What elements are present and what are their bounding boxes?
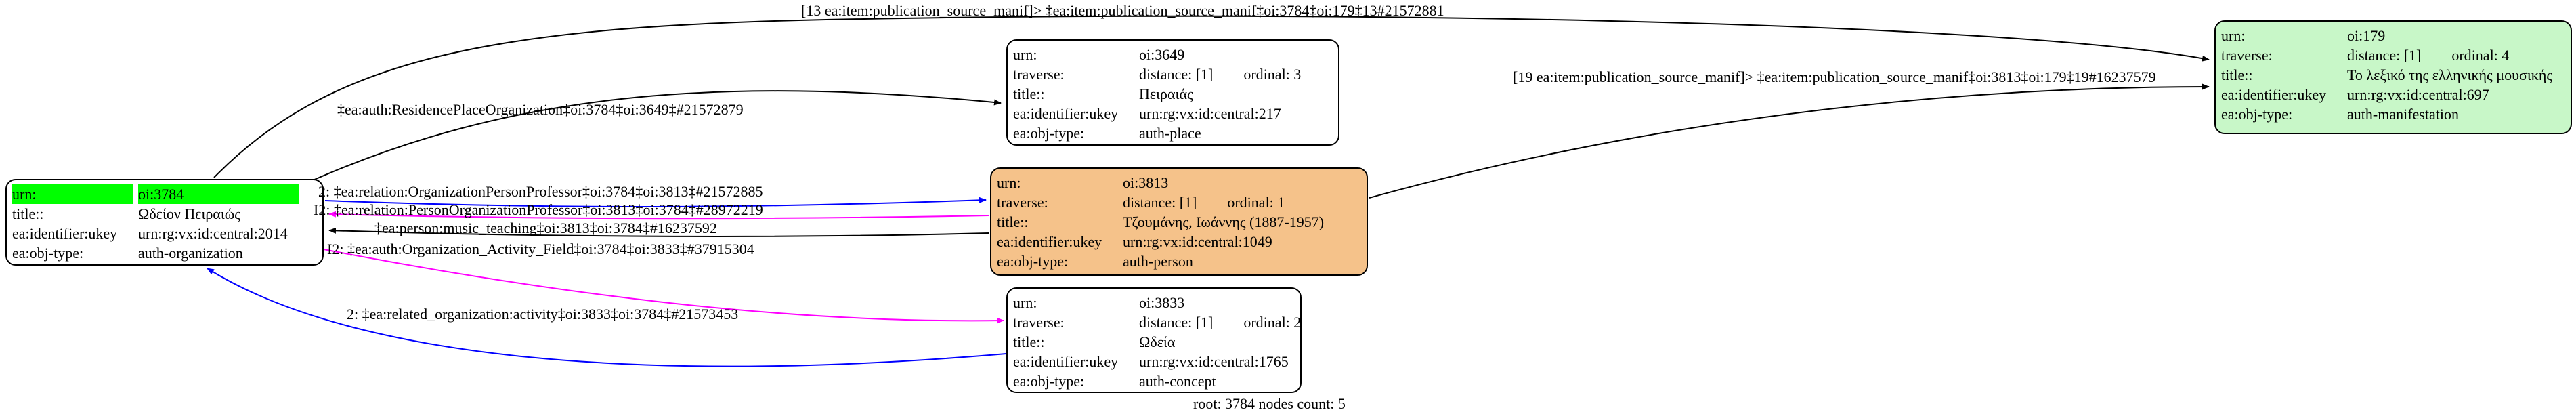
row-key: ea:obj-type: bbox=[12, 245, 84, 262]
row-key: ea:obj-type: bbox=[1013, 373, 1085, 390]
row-key: ea:identifier:ukey bbox=[997, 233, 1102, 250]
row-value: urn:rg:vx:id:central:1765 bbox=[1139, 353, 1289, 370]
row-key: ea:obj-type: bbox=[997, 253, 1069, 270]
row-value: auth-place bbox=[1139, 125, 1201, 142]
node-row: ea:identifier:ukey urn:rg:vx:id:central:… bbox=[2221, 85, 2565, 104]
node-oi-179: urn: oi:179 traverse: distance: [1] ordi… bbox=[2214, 20, 2572, 134]
row-value: Ωδείον Πειραιώς bbox=[138, 205, 240, 222]
row-key: ea:obj-type: bbox=[2221, 106, 2293, 123]
edge-publication-source-manif-13 bbox=[213, 15, 2210, 178]
edge-label-publication-source-manif-13: [13 ea:item:publication_source_manif]> ‡… bbox=[801, 2, 1444, 19]
node-row: title:: Το λεξικό της ελληνικής μουσικής bbox=[2221, 65, 2565, 85]
row-key: traverse: bbox=[2221, 47, 2273, 64]
node-row: title:: Τζουμάνης, Ιωάννης (1887-1957) bbox=[997, 212, 1361, 232]
node-row: urn: oi:3833 bbox=[1013, 293, 1295, 312]
edge-label-person-music-teaching: ‡ea:person:music_teaching‡oi:3813‡oi:378… bbox=[374, 220, 717, 236]
node-row: ea:identifier:ukey urn:rg:vx:id:central:… bbox=[1013, 104, 1333, 123]
row-value: distance: [1] bbox=[1139, 314, 1214, 331]
row-value: oi:3833 bbox=[1139, 294, 1185, 311]
row-value: urn:rg:vx:id:central:1049 bbox=[1123, 233, 1272, 250]
node-row: ea:obj-type: auth-manifestation bbox=[2221, 104, 2565, 124]
edge-organization-person-professor bbox=[324, 197, 987, 207]
node-row: ea:obj-type: auth-concept bbox=[1013, 371, 1295, 391]
row-key: title:: bbox=[2221, 66, 2253, 83]
node-row: title:: Ωδεία bbox=[1013, 332, 1295, 352]
node-row: traverse: distance: [1] ordinal: 1 bbox=[997, 192, 1361, 212]
row-value-ordinal: ordinal: 3 bbox=[1243, 66, 1302, 83]
row-value-ordinal: ordinal: 2 bbox=[1243, 314, 1302, 331]
row-value: Τζουμάνης, Ιωάννης (1887-1957) bbox=[1123, 213, 1325, 230]
row-key: title:: bbox=[12, 205, 44, 222]
row-value: urn:rg:vx:id:central:2014 bbox=[138, 225, 288, 242]
edge-label-related-organization-activity: 2: ‡ea:related_organization:activity‡oi:… bbox=[347, 306, 739, 323]
node-row: urn: oi:3813 bbox=[997, 173, 1361, 192]
node-row: ea:obj-type: auth-organization bbox=[12, 243, 317, 263]
node-row: urn: oi:3649 bbox=[1013, 45, 1333, 64]
row-value: oi:3813 bbox=[1123, 174, 1169, 191]
row-value: distance: [1] bbox=[1139, 66, 1214, 83]
edge-publication-source-manif-19 bbox=[1369, 83, 2210, 199]
edge-related-organization-activity bbox=[207, 268, 1007, 367]
node-row: ea:identifier:ukey urn:rg:vx:id:central:… bbox=[997, 232, 1361, 251]
node-row: traverse: distance: [1] ordinal: 4 bbox=[2221, 45, 2565, 65]
edge-label-residence-place-organization: ‡ea:auth:ResidencePlaceOrganization‡oi:3… bbox=[337, 101, 744, 118]
node-row: ea:obj-type: auth-place bbox=[1013, 123, 1333, 143]
node-row: ea:identifier:ukey urn:rg:vx:id:central:… bbox=[1013, 352, 1295, 371]
edge-person-organization-professor bbox=[328, 211, 989, 220]
node-row: title:: Πειραιάς bbox=[1013, 84, 1333, 104]
edge-residence-place-organization bbox=[312, 90, 1002, 181]
node-row: ea:identifier:ukey urn:rg:vx:id:central:… bbox=[12, 224, 317, 243]
row-value: urn:rg:vx:id:central:217 bbox=[1139, 105, 1281, 122]
node-row: urn: oi:179 bbox=[2221, 26, 2565, 45]
row-value: auth-organization bbox=[138, 245, 243, 262]
row-key: ea:identifier:ukey bbox=[12, 225, 118, 242]
row-key: title:: bbox=[997, 213, 1029, 230]
row-key: title:: bbox=[1013, 333, 1045, 350]
row-key: ea:obj-type: bbox=[1013, 125, 1085, 142]
node-oi-3784: urn: oi:3784 title:: Ωδείον Πειραιώς ea:… bbox=[5, 179, 324, 266]
node-oi-3649: urn: oi:3649 traverse: distance: [1] ord… bbox=[1006, 39, 1339, 146]
row-value: Πειραιάς bbox=[1139, 85, 1193, 102]
row-key: urn: bbox=[2221, 27, 2246, 44]
row-key: title:: bbox=[1013, 85, 1045, 102]
node-row: urn: oi:3784 bbox=[12, 184, 317, 204]
row-value: Ωδεία bbox=[1139, 333, 1176, 350]
node-oi-3833: urn: oi:3833 traverse: distance: [1] ord… bbox=[1006, 287, 1302, 393]
node-row: title:: Ωδείον Πειραιώς bbox=[12, 204, 317, 224]
row-value-ordinal: ordinal: 1 bbox=[1227, 194, 1285, 211]
row-key: traverse: bbox=[1013, 314, 1065, 331]
row-key: ea:identifier:ukey bbox=[1013, 353, 1119, 370]
edge-organization-activity-field bbox=[323, 249, 1004, 324]
root-count-label: root: 3784 nodes count: 5 bbox=[1193, 395, 1346, 412]
row-value: Το λεξικό της ελληνικής μουσικής bbox=[2347, 66, 2553, 83]
edge-label-organization-activity-field: I2: ‡ea:auth:Organization_Activity_Field… bbox=[327, 241, 754, 258]
row-value: auth-manifestation bbox=[2347, 106, 2459, 123]
row-value: oi:179 bbox=[2347, 27, 2386, 44]
node-row: ea:obj-type: auth-person bbox=[997, 251, 1361, 271]
node-row: traverse: distance: [1] ordinal: 2 bbox=[1013, 312, 1301, 332]
row-key: urn: bbox=[1013, 46, 1037, 63]
row-value: auth-concept bbox=[1139, 373, 1216, 390]
row-value-ordinal: ordinal: 4 bbox=[2451, 47, 2510, 64]
row-value: auth-person bbox=[1123, 253, 1193, 270]
node-oi-3813: urn: oi:3813 traverse: distance: [1] ord… bbox=[990, 167, 1368, 276]
row-key: ea:identifier:ukey bbox=[2221, 86, 2327, 103]
row-value: distance: [1] bbox=[1123, 194, 1197, 211]
edge-label-publication-source-manif-19: [19 ea:item:publication_source_manif]> ‡… bbox=[1513, 68, 2156, 85]
row-key: urn: bbox=[12, 184, 133, 204]
edge-label-organization-person-professor: 2: ‡ea:relation:OrganizationPersonProfes… bbox=[318, 183, 763, 200]
row-value: distance: [1] bbox=[2347, 47, 2422, 64]
row-key: ea:identifier:ukey bbox=[1013, 105, 1119, 122]
row-key: traverse: bbox=[1013, 66, 1065, 83]
edge-label-person-organization-professor: I2: ‡ea:relation:PersonOrganizationProfe… bbox=[314, 201, 763, 218]
node-row: traverse: distance: [1] ordinal: 3 bbox=[1013, 64, 1333, 84]
row-value: oi:3649 bbox=[1139, 46, 1185, 63]
row-key: urn: bbox=[1013, 294, 1037, 311]
row-key: urn: bbox=[997, 174, 1021, 191]
row-key: traverse: bbox=[997, 194, 1048, 211]
row-value: urn:rg:vx:id:central:697 bbox=[2347, 86, 2489, 103]
edge-person-music-teaching bbox=[328, 227, 989, 237]
row-value: oi:3784 bbox=[138, 184, 299, 204]
